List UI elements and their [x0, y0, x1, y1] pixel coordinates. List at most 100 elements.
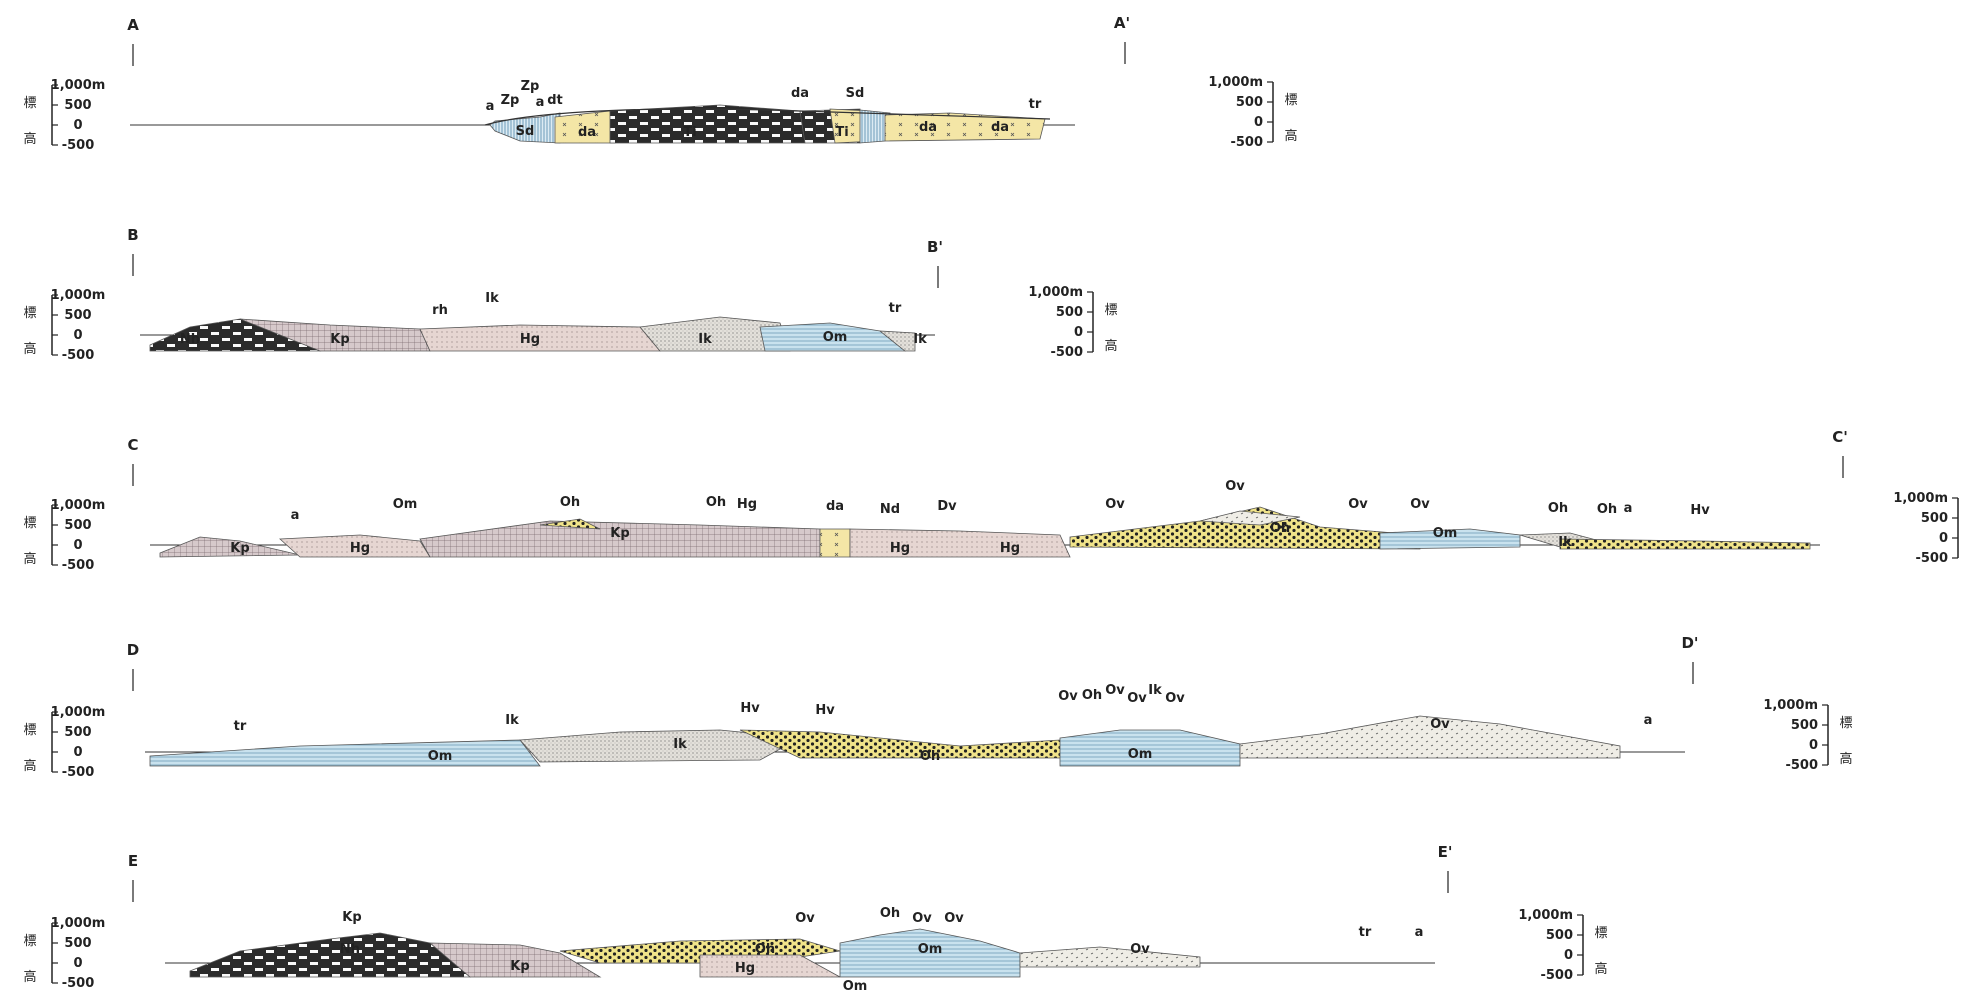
- scale-tick: -500: [62, 976, 95, 991]
- annotation-label: Sd: [846, 86, 865, 101]
- scale-tick: -500: [1785, 758, 1818, 773]
- unit-label: Ik: [1558, 535, 1572, 550]
- unit-oh: [739, 729, 1082, 759]
- scale-tick: 1,000m: [51, 78, 106, 93]
- unit-ov: [1239, 715, 1621, 759]
- annotation-label: Oh: [560, 495, 580, 510]
- elevation-label-top: 標: [1284, 93, 1297, 108]
- unit-label: Ik: [673, 737, 687, 752]
- annotation-label: Oh: [1548, 501, 1568, 516]
- scale-tick: -500: [1915, 551, 1948, 566]
- unit-da: [819, 528, 851, 558]
- scale-tick: 1,000m: [1518, 908, 1573, 923]
- unit-label: Ov: [1430, 717, 1450, 732]
- scale-tick: 500: [64, 308, 91, 323]
- scale-tick: 1,000m: [51, 288, 106, 303]
- annotation-label: a: [536, 95, 545, 110]
- section-end-label: E': [1438, 843, 1453, 861]
- scale-tick: -500: [1230, 135, 1263, 150]
- section-end-label: B': [927, 238, 943, 256]
- annotation-label: Oh: [880, 906, 900, 921]
- annotation-label: da: [826, 499, 844, 514]
- scale-tick: 0: [1074, 325, 1083, 340]
- elevation-label-bottom: 高: [1594, 961, 1607, 977]
- unit-ov: [1199, 510, 1301, 526]
- scale-tick: 500: [1791, 718, 1818, 733]
- unit-label: Sd: [516, 124, 535, 139]
- annotation-label: tr: [889, 301, 902, 316]
- scale-tick: 500: [64, 518, 91, 533]
- annotation-label: Ov: [1058, 689, 1078, 704]
- unit-kp: [428, 942, 602, 978]
- scale-tick: -500: [1540, 968, 1573, 983]
- unit-label: Ov: [1130, 942, 1150, 957]
- annotation-label: tr: [1359, 925, 1372, 940]
- annotation-label: tr: [234, 719, 247, 734]
- annotation-label: Ik: [485, 291, 499, 306]
- scale-tick: 500: [64, 98, 91, 113]
- unit-label: Ti: [835, 125, 848, 140]
- annotation-label: dt: [547, 93, 563, 108]
- elevation-label-top: 標: [23, 723, 36, 738]
- unit-label: Om: [823, 330, 848, 345]
- annotation-label: a: [291, 508, 300, 523]
- scale-tick: -500: [62, 138, 95, 153]
- unit-label: Ik: [698, 332, 712, 347]
- scale-tick: 1,000m: [1893, 491, 1948, 506]
- unit-label: Ti: [683, 125, 696, 140]
- annotation-label: tr: [1029, 97, 1042, 112]
- annotation-label: Oh: [1597, 502, 1617, 517]
- section-start-label: A: [127, 16, 139, 34]
- scale-tick: 500: [1056, 305, 1083, 320]
- section-start-label: E: [128, 852, 138, 870]
- unit-label: Kp: [510, 959, 529, 974]
- annotation-label: a: [1644, 713, 1653, 728]
- unit-label: Om: [843, 979, 868, 994]
- annotation-label: Ov: [944, 911, 964, 926]
- annotation-label: Oh: [1082, 688, 1102, 703]
- scale-tick: -500: [62, 348, 95, 363]
- unit-om: [1379, 528, 1521, 550]
- annotation-label: Ov: [795, 911, 815, 926]
- elevation-label-top: 標: [23, 96, 36, 111]
- unit-label: Oh: [1270, 521, 1290, 536]
- annotation-label: Ik: [505, 713, 519, 728]
- unit-label: Hg: [735, 961, 755, 976]
- annotation-label: da: [791, 86, 809, 101]
- unit-label: Oh: [755, 942, 775, 957]
- unit-da-3: [884, 112, 1046, 142]
- annotation-label: Zp: [501, 93, 520, 108]
- scale-tick: 500: [64, 936, 91, 951]
- annotation-label: Oh: [706, 495, 726, 510]
- elevation-label-top: 標: [23, 516, 36, 531]
- elevation-label-top: 標: [23, 934, 36, 949]
- elevation-label-top: 標: [1839, 716, 1852, 731]
- unit-om: [149, 739, 541, 767]
- unit-hg: [699, 954, 841, 978]
- scale-tick: 0: [1564, 948, 1573, 963]
- elevation-label-bottom: 高: [23, 131, 36, 147]
- scale-tick: 1,000m: [1763, 698, 1818, 713]
- unit-label: Om: [1128, 747, 1153, 762]
- section-start-label: C: [127, 436, 138, 454]
- annotation-label: Hv: [815, 703, 835, 718]
- scale-tick: -500: [1050, 345, 1083, 360]
- scale-tick: 0: [1254, 115, 1263, 130]
- section-start-label: B: [127, 226, 138, 244]
- annotation-label: Hv: [1690, 503, 1710, 518]
- unit-label: Hg: [1000, 541, 1020, 556]
- annotation-label: Zp: [521, 79, 540, 94]
- scale-tick: -500: [62, 558, 95, 573]
- unit-oh-2: [1559, 538, 1811, 550]
- unit-label: Oh: [920, 749, 940, 764]
- scale-tick: 1,000m: [51, 705, 106, 720]
- scale-tick: 1,000m: [51, 498, 106, 513]
- unit-label: Om: [918, 942, 943, 957]
- annotation-label: Ik: [1148, 683, 1162, 698]
- scale-tick: 1,000m: [1028, 285, 1083, 300]
- unit-hg-2: [849, 528, 1071, 558]
- scale-tick: -500: [62, 765, 95, 780]
- elevation-label-bottom: 高: [1104, 338, 1117, 354]
